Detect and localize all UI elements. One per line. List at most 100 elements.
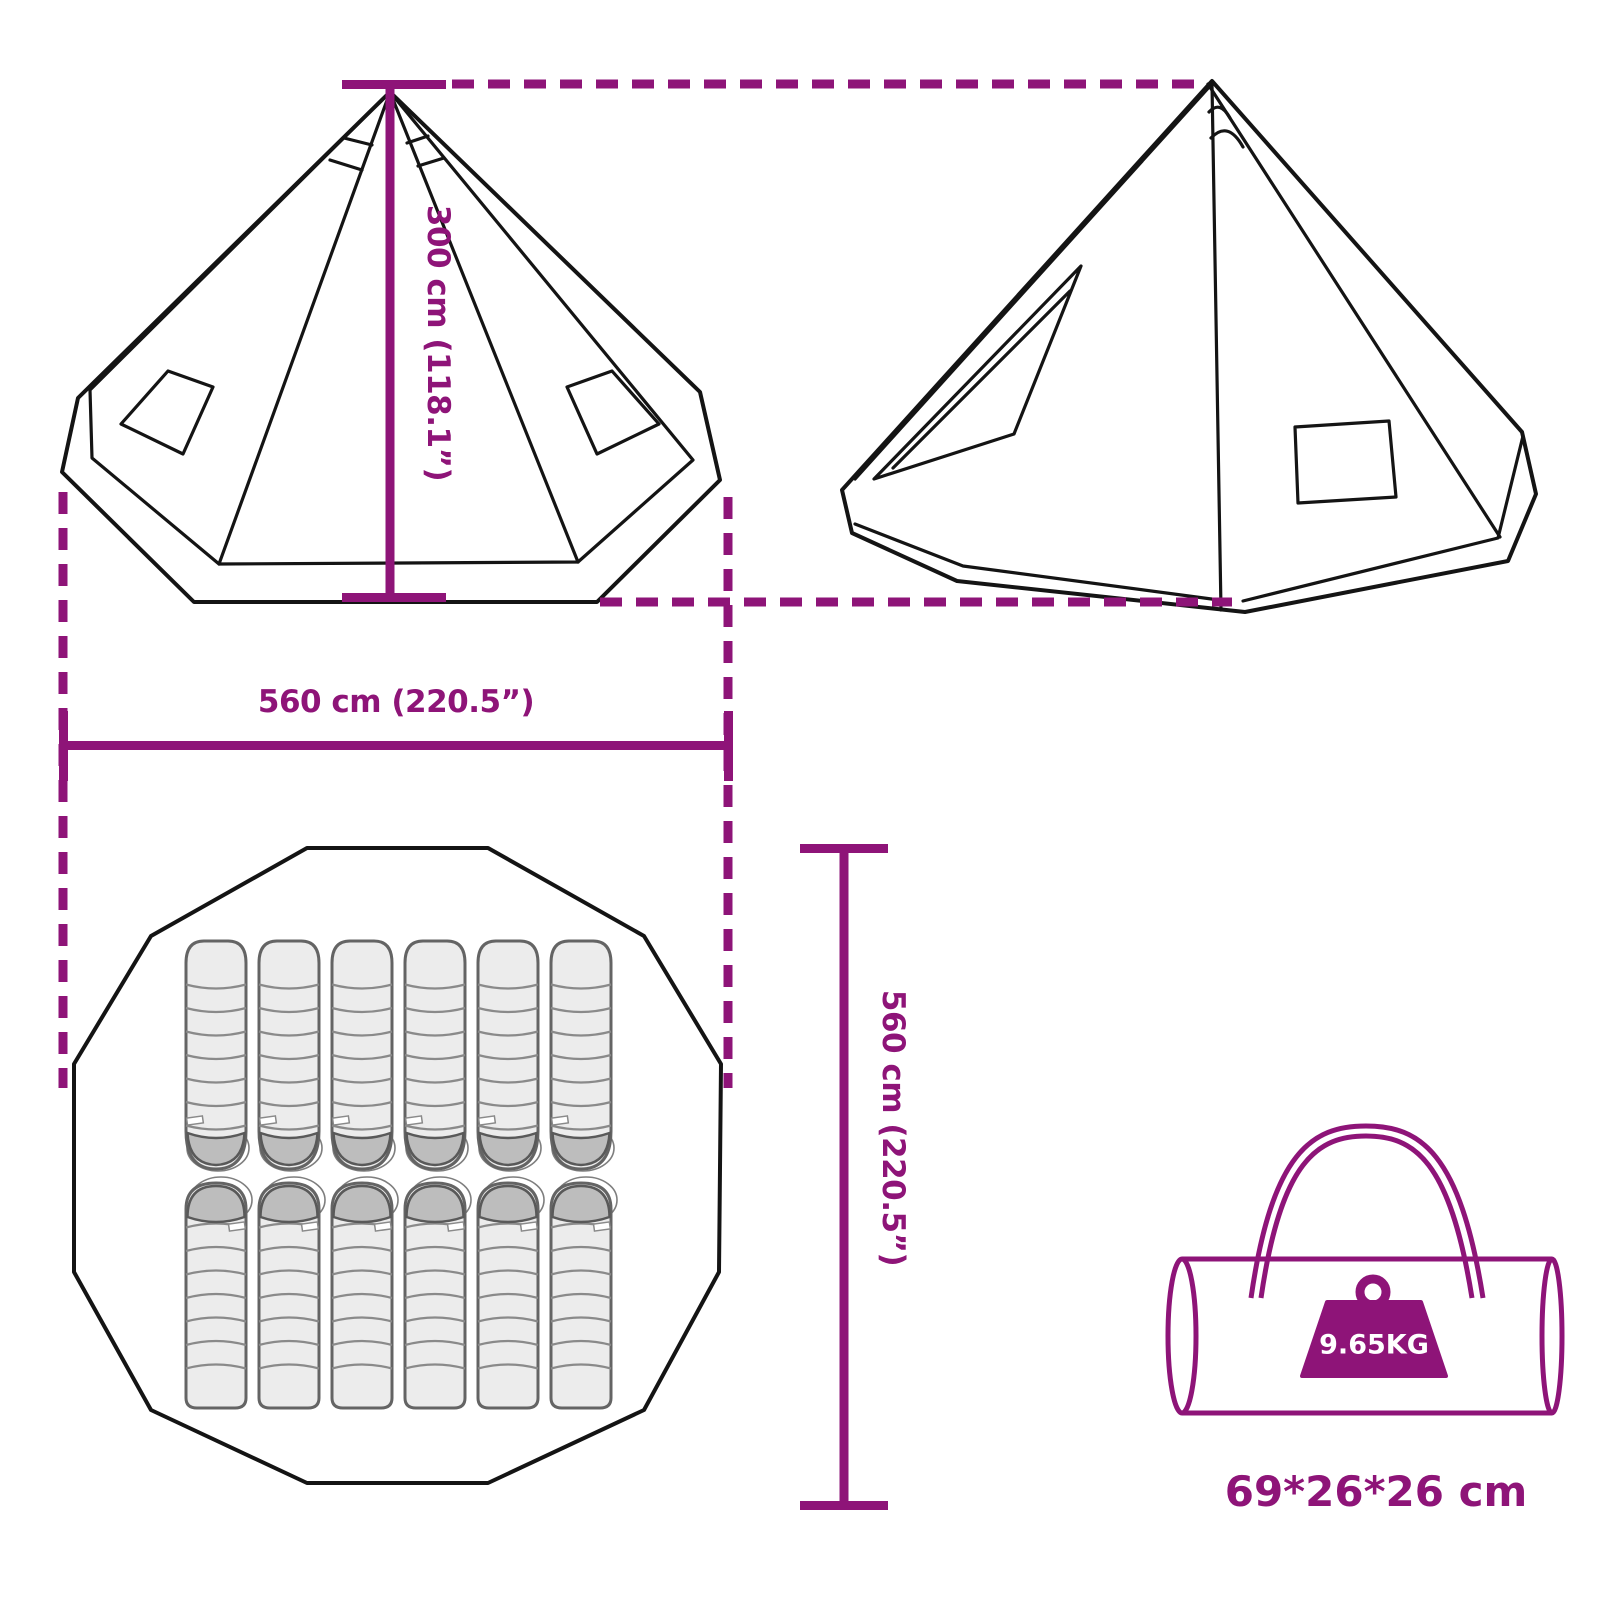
tent-side-base-band — [853, 434, 1525, 603]
sleeping-bag-hood — [186, 1131, 246, 1167]
sleeping-bag-body — [403, 1181, 467, 1410]
sleeping-bag — [476, 939, 542, 1172]
height-cap-bottom — [342, 593, 446, 602]
sleeping-bag-quilting — [331, 1222, 393, 1370]
sleeping-bag-zipper-tab — [331, 1115, 351, 1126]
sleeping-bag-hood — [551, 1184, 611, 1224]
sleeping-bag-hood — [551, 1131, 611, 1167]
bag-end-left — [1165, 1256, 1199, 1416]
sleeping-bag-quilting — [404, 1222, 466, 1370]
sleeping-bag-quilting — [477, 1222, 539, 1370]
width-tick-left — [59, 711, 68, 781]
height-line — [385, 84, 395, 597]
sleeping-bag-quilting — [258, 983, 320, 1131]
sleeping-bag-hood — [259, 1184, 319, 1224]
tent-side-window — [1293, 419, 1398, 505]
tent-side-center-seam — [1210, 82, 1223, 612]
tent-front-seam-right — [388, 90, 695, 564]
tent-front-apex-ties — [328, 134, 446, 172]
sleeping-bag-quilting — [185, 1222, 247, 1370]
tent-side-view — [840, 79, 1538, 614]
sleeping-bag-quilting — [550, 983, 612, 1131]
bag-handle-icon — [1248, 1123, 1486, 1299]
sleeping-bag-quilting — [331, 983, 393, 1131]
sleeping-bag-body — [257, 939, 321, 1171]
sleeping-bag — [330, 939, 396, 1172]
sleeping-bag-hood — [186, 1184, 246, 1224]
sleeping-bag — [257, 1176, 326, 1410]
sleeping-bag-zipper-tab — [300, 1221, 320, 1232]
depth-line — [839, 848, 849, 1505]
sleeping-bag-body — [184, 1181, 248, 1410]
sleeping-bag — [330, 1176, 399, 1410]
sleeping-bag-quilting — [477, 983, 539, 1131]
floorplan-outline — [72, 846, 723, 1485]
sleeping-bag-zipper-tab — [227, 1221, 247, 1232]
sleeping-bag-body — [476, 939, 540, 1171]
bag-weight-label: 9.65KG — [1319, 1329, 1429, 1361]
sleeping-bag-body — [549, 1181, 613, 1410]
sleeping-bag-zipper-tab — [477, 1115, 497, 1126]
sleeping-bag-hood — [332, 1131, 392, 1167]
tent-side-seam-right — [1206, 82, 1502, 539]
bag-body-icon — [1182, 1256, 1552, 1416]
width-tick-right — [724, 711, 733, 781]
sleeping-bag-body — [330, 1181, 394, 1410]
sleeping-bag-zipper-tab — [592, 1221, 612, 1232]
depth-cap-top — [800, 844, 888, 853]
sleeping-bag-zipper-tab — [185, 1115, 205, 1126]
tent-front-door-edge-left — [217, 90, 580, 566]
sleeping-bag-body — [184, 939, 248, 1171]
bag-end-right — [1539, 1256, 1565, 1416]
sleeping-bag-zipper-tab — [373, 1221, 393, 1232]
tent-side-apex-ties — [1207, 105, 1245, 149]
bag-size-label: 69*26*26 cm — [1224, 1467, 1528, 1516]
sleeping-bag — [403, 939, 469, 1172]
weight-icon-body — [1300, 1300, 1448, 1378]
sleeping-bag-hood — [478, 1131, 538, 1167]
sleeping-bag-zipper-tab — [519, 1221, 539, 1232]
sleeping-bag-body — [330, 939, 394, 1171]
alignment-guides — [58, 79, 1232, 1088]
depth-dimension-label: 560 cm (220.5”) — [875, 989, 911, 1267]
sleeping-bag-hood — [332, 1184, 392, 1224]
tent-side-seam-left — [853, 84, 1212, 481]
height-cap-top — [342, 80, 446, 89]
sleeping-bag — [257, 939, 323, 1172]
sleeping-bag — [403, 1176, 472, 1410]
sleeping-bag — [549, 939, 615, 1172]
carry-bag-icon — [1165, 1123, 1565, 1416]
sleeping-bag — [184, 1176, 253, 1410]
depth-cap-bottom — [800, 1501, 888, 1510]
sleeping-bag — [476, 1176, 545, 1410]
weight-icon — [1300, 1274, 1448, 1378]
sleeping-bag-quilting — [404, 983, 466, 1131]
sleeping-bag-zipper-tab — [550, 1115, 570, 1126]
sleeping-bag-body — [257, 1181, 321, 1410]
sleeping-bag-hood — [478, 1184, 538, 1224]
tent-side-door — [872, 264, 1083, 481]
sleeping-bag-zipper-tab — [446, 1221, 466, 1232]
sleeping-bag-zipper-tab — [404, 1115, 424, 1126]
width-dimension-line — [59, 711, 733, 781]
sleeping-bag-zipper-tab — [258, 1115, 278, 1126]
sleeping-bags-group — [184, 939, 618, 1410]
tent-front-window-right — [565, 369, 661, 456]
tent-side-outline — [840, 79, 1538, 614]
sleeping-bag-hood — [405, 1131, 465, 1167]
tent-front-seam-left — [88, 90, 392, 566]
sleeping-bag — [549, 1176, 618, 1410]
sleeping-bag-quilting — [258, 1222, 320, 1370]
sleeping-bag-body — [549, 939, 613, 1171]
sleeping-bag — [184, 939, 250, 1172]
width-line — [63, 741, 729, 750]
sleeping-bag-body — [403, 939, 467, 1171]
sleeping-bag-hood — [259, 1131, 319, 1167]
sleeping-bag-quilting — [550, 1222, 612, 1370]
width-dimension-label: 560 cm (220.5”) — [257, 684, 535, 720]
tent-front-window-left — [119, 369, 215, 456]
height-dimension-label: 300 cm (118.1”) — [420, 204, 456, 482]
floorplan-view — [72, 846, 723, 1485]
sleeping-bag-quilting — [185, 983, 247, 1131]
